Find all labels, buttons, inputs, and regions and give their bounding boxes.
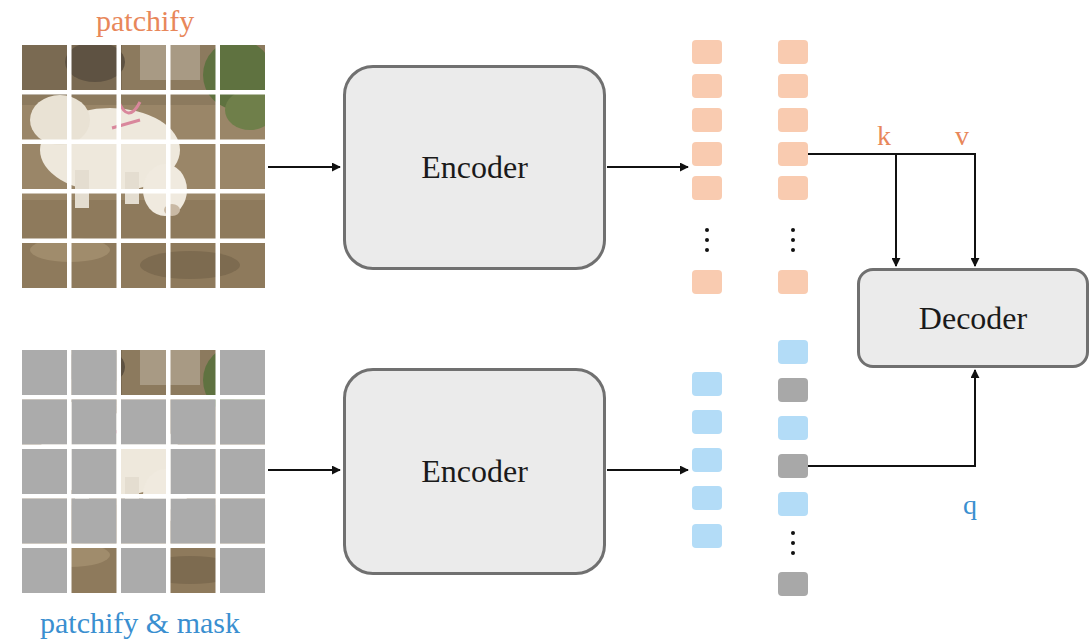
flow-arrow [607,469,688,471]
mask-token [778,454,808,478]
patch-grid [22,189,265,194]
token-column [778,176,808,200]
patch-grid [22,45,265,288]
patch-grid [216,350,221,593]
token-column [778,270,808,294]
token-column [692,524,722,548]
patch-grid [22,90,265,95]
mask-patch [220,548,265,593]
input-image [22,45,265,288]
patch-grid [117,350,122,593]
token-column [778,40,808,64]
patch-grid [166,350,171,593]
mask-patch [220,400,265,445]
ellipsis-dots [791,531,795,535]
mask-patch [220,449,265,494]
ellipsis-dots [705,238,709,242]
ellipsis-dots [791,541,795,545]
mask-patch [72,350,117,395]
patch-grid [216,45,221,288]
masked-image [22,350,265,593]
patch-grid [22,350,265,593]
key-label: k [877,121,891,152]
token-column [692,410,722,434]
token-column [692,176,722,200]
token-column [778,492,808,516]
box-title: Encoder [421,149,528,186]
mask-patch [72,499,117,544]
patch-grid [22,494,265,499]
ellipsis-dots [791,248,795,252]
mask-patch [72,449,117,494]
patch-grid [166,45,171,288]
patch-grid [22,140,265,145]
flow-arrow [895,154,897,266]
mask-patch [171,400,216,445]
patch-grid [117,45,122,288]
patch-grid [67,350,72,593]
token-column [692,340,808,548]
ellipsis-dots [791,228,795,232]
encoder-box: Encoder [343,368,606,575]
mask-token [778,378,808,596]
patch-grid [67,45,72,288]
token-column [778,416,808,440]
token-column [692,270,722,294]
ellipsis-dots [791,238,795,242]
mask-patch [121,548,166,593]
mask-token [778,378,808,402]
mask-patch [220,499,265,544]
flow-arrow [808,370,975,466]
mask-patch [22,350,265,593]
encoder-box: Encoder [343,65,606,270]
mask-patch [22,548,67,593]
flow-arrow [268,166,340,168]
masked-image [22,345,275,593]
flow-arrow [268,469,340,471]
token-column [692,486,722,510]
mask-patch [171,449,216,494]
token-column [778,108,808,132]
value-label: v [955,121,969,152]
mask-token [778,572,808,596]
ellipsis-dots [705,228,795,555]
box-title: Encoder [421,453,528,490]
mask-patch [121,499,166,544]
query-label: q [963,490,977,521]
token-column [692,448,722,472]
token-column [692,108,722,132]
mask-patch [22,499,67,544]
box-title: Decoder [919,300,1027,337]
mask-patch [72,400,117,445]
stage-label: patchify [96,4,194,37]
token-column [778,142,808,166]
patch-grid [22,544,265,549]
input-image [22,45,265,288]
patch-grid [22,239,265,244]
decoder-box: Decoder [857,268,1089,368]
token-column [692,372,722,396]
mask-patch [171,499,216,544]
token-column [692,40,808,294]
mask-patch [121,400,166,445]
patch-grid [22,395,265,400]
ellipsis-dots [705,228,709,232]
ellipsis-dots [705,248,709,252]
flow-arrow [607,166,688,168]
token-column [692,40,722,64]
token-column [778,74,808,98]
token-column [778,340,808,364]
mask-patch [22,449,67,494]
mask-patch [22,400,67,445]
masked-image [22,350,265,593]
token-column [692,142,722,166]
ellipsis-dots [791,551,795,555]
mask-patch [220,350,265,395]
mask-patch [22,350,67,395]
token-column [692,74,722,98]
flow-arrow [808,154,975,266]
stage-label: patchify & mask [40,606,240,639]
patch-grid [22,445,265,450]
